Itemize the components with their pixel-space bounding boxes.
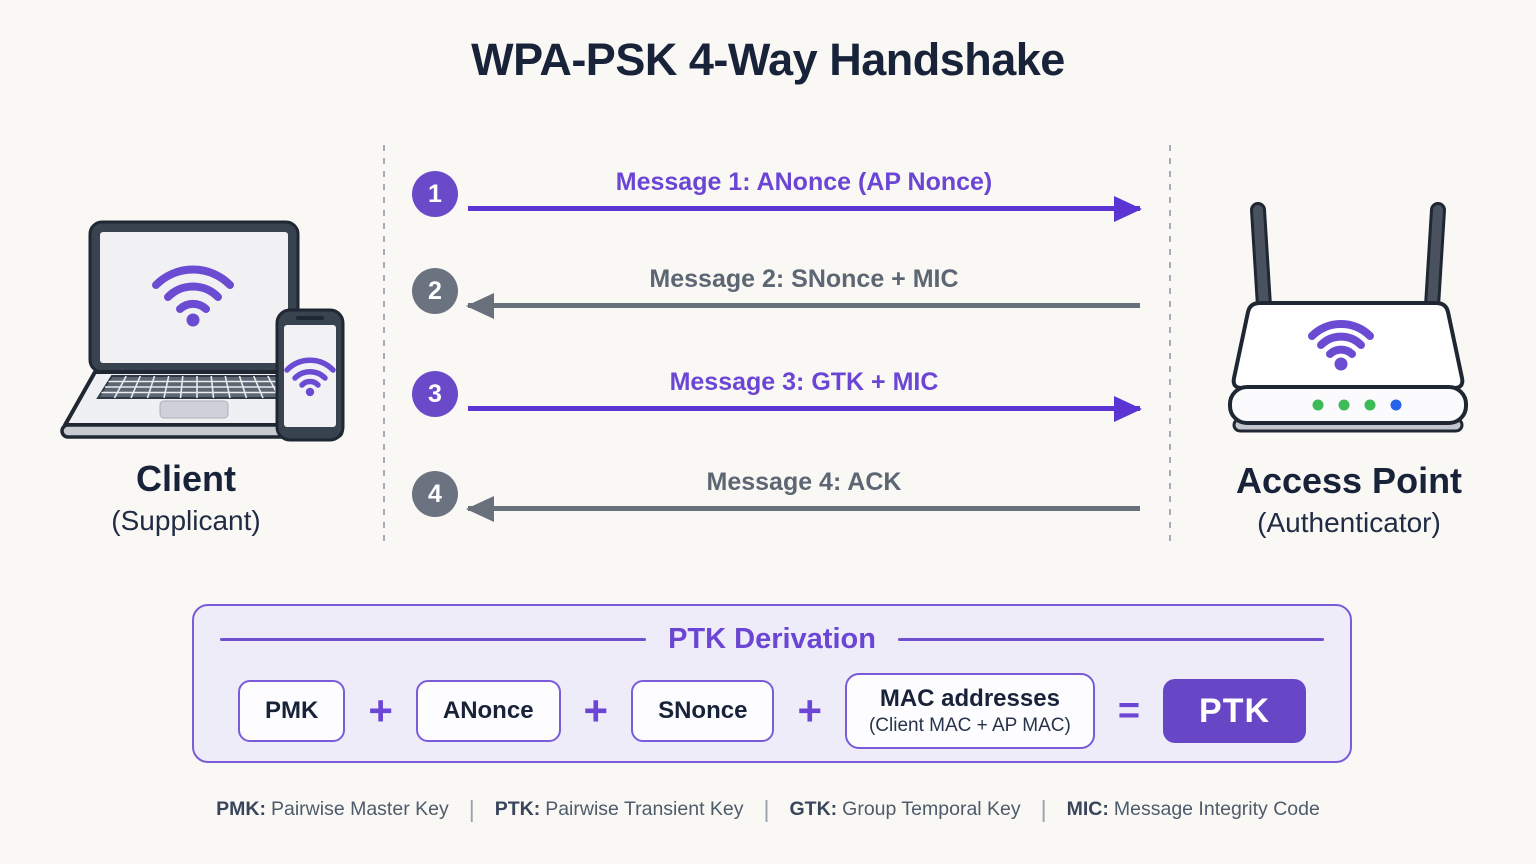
- operand-pmk: PMK: [237, 680, 346, 742]
- legend-item-gtk: GTK:Group Temporal Key: [790, 798, 1021, 821]
- arrow-right-icon: [468, 406, 1140, 411]
- message-label-3: Message 3: GTK + MIC: [669, 368, 939, 396]
- client-illustration: [58, 213, 350, 450]
- legend-definition: Group Temporal Key: [842, 798, 1021, 820]
- wifi-icon: [284, 357, 336, 388]
- operand-mac-addresses: MAC addresses (Client MAC + AP MAC): [844, 673, 1095, 749]
- plus-sign: +: [583, 687, 609, 734]
- legend-divider: |: [1040, 796, 1047, 822]
- router-icon: [1228, 202, 1468, 433]
- arrow-left-icon: [468, 506, 1140, 511]
- step-badge-3: 3: [412, 371, 458, 417]
- client-role: (Supplicant): [111, 505, 261, 536]
- mac-addresses-detail: (Client MAC + AP MAC): [868, 715, 1071, 736]
- client-caption: Client (Supplicant): [36, 458, 336, 537]
- mac-addresses-label: MAC addresses: [879, 685, 1060, 712]
- step-badge-2: 2: [412, 268, 458, 314]
- ptk-panel-header: PTK Derivation: [220, 623, 1324, 656]
- ptk-formula: PMK + ANonce + SNonce + MAC addresses (C…: [194, 668, 1350, 754]
- status-leds: [1312, 399, 1402, 411]
- operand-anonce: ANonce: [415, 680, 561, 742]
- plus-sign: +: [368, 687, 393, 734]
- access-point-illustration: [1218, 202, 1478, 442]
- arrow-right-icon: [468, 206, 1140, 211]
- legend-definition: Pairwise Master Key: [270, 798, 449, 820]
- legend-divider: |: [468, 796, 475, 822]
- legend-abbr: MIC:: [1066, 798, 1109, 820]
- message-label-4: Message 4: ACK: [706, 468, 902, 496]
- ap-lifeline: [1169, 145, 1171, 547]
- equals-sign: =: [1117, 690, 1141, 732]
- page-title: WPA-PSK 4-Way Handshake: [471, 34, 1065, 85]
- wifi-icon: [1308, 320, 1374, 358]
- legend-item-ptk: PTK:Pairwise Transient Key: [495, 798, 744, 821]
- access-point-role: (Authenticator): [1257, 507, 1441, 538]
- message-label-1: Message 1: ANonce (AP Nonce): [615, 168, 993, 196]
- laptop-phone-icon: [60, 220, 345, 442]
- rule-right: [897, 638, 1324, 641]
- legend-divider: |: [763, 796, 770, 822]
- legend-item-mic: MIC:Message Integrity Code: [1067, 798, 1320, 821]
- ptk-derivation-panel: PTK Derivation PMK + ANonce + SNonce + M…: [192, 604, 1352, 763]
- wifi-icon: [152, 265, 234, 313]
- access-point-caption: Access Point (Authenticator): [1199, 460, 1499, 539]
- legend-abbr: PMK:: [216, 798, 266, 820]
- access-point-name: Access Point: [1235, 460, 1463, 501]
- client-lifeline: [383, 145, 385, 547]
- legend-item-pmk: PMK:Pairwise Master Key: [216, 798, 449, 821]
- arrow-left-icon: [468, 303, 1140, 308]
- legend-abbr: GTK:: [789, 798, 838, 820]
- step-badge-1: 1: [412, 171, 458, 217]
- operand-snonce: SNonce: [631, 680, 775, 742]
- abbreviation-legend: PMK:Pairwise Master Key | PTK:Pairwise T…: [0, 796, 1536, 823]
- legend-definition: Message Integrity Code: [1113, 798, 1320, 820]
- step-badge-4: 4: [412, 471, 458, 517]
- legend-definition: Pairwise Transient Key: [545, 798, 744, 820]
- result-ptk: PTK: [1163, 679, 1307, 743]
- client-name: Client: [135, 458, 236, 499]
- plus-sign: +: [797, 687, 822, 734]
- ptk-panel-title: PTK Derivation: [668, 623, 876, 655]
- message-label-2: Message 2: SNonce + MIC: [649, 265, 959, 293]
- handshake-sequence: 1 Message 1: ANonce (AP Nonce) 2 Message…: [383, 145, 1171, 547]
- rule-left: [220, 638, 647, 641]
- legend-abbr: PTK:: [494, 798, 541, 820]
